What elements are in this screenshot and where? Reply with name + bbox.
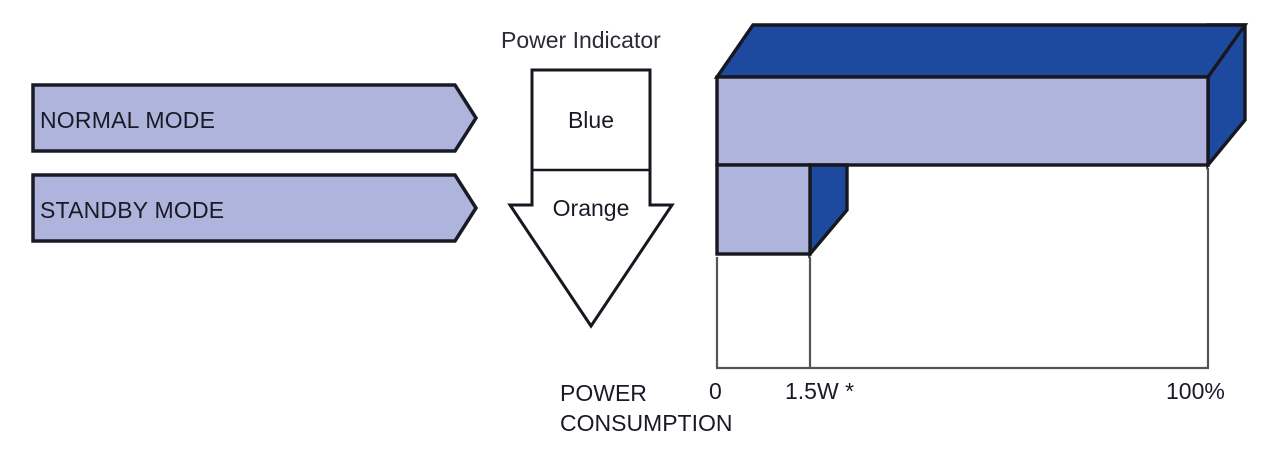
indicator-orange-label: Orange (552, 195, 630, 221)
standby-mode-arrow-shape[interactable] (31, 173, 479, 243)
axis-tick-zero: 0 (709, 378, 722, 404)
mode-arrows-group (31, 83, 479, 243)
axis-tick-standby: 1.5W * (785, 378, 855, 404)
axis-caption: POWER CONSUMPTION (560, 378, 733, 438)
indicator-blue-label: Blue (567, 107, 615, 133)
normal-bar-front-face[interactable] (715, 75, 1210, 167)
power-indicator-arrow-group (507, 68, 675, 329)
power-indicator-arrow-shape[interactable] (507, 68, 675, 329)
axis-tick-full: 100% (1166, 378, 1225, 404)
power-indicator-title: Power Indicator (501, 27, 661, 53)
standby-mode-label: STANDBY MODE (40, 197, 225, 223)
bar-chart-3d-group (713, 23, 1249, 370)
normal-mode-arrow-shape[interactable] (31, 83, 479, 153)
axis-caption-line2: CONSUMPTION (560, 410, 733, 436)
axis-caption-line1: POWER (560, 380, 647, 406)
standby-bar-side-face (808, 163, 849, 259)
normal-bar-top-face (713, 23, 1249, 79)
standby-bar-front-face[interactable] (715, 163, 812, 256)
normal-mode-label: NORMAL MODE (40, 107, 216, 133)
